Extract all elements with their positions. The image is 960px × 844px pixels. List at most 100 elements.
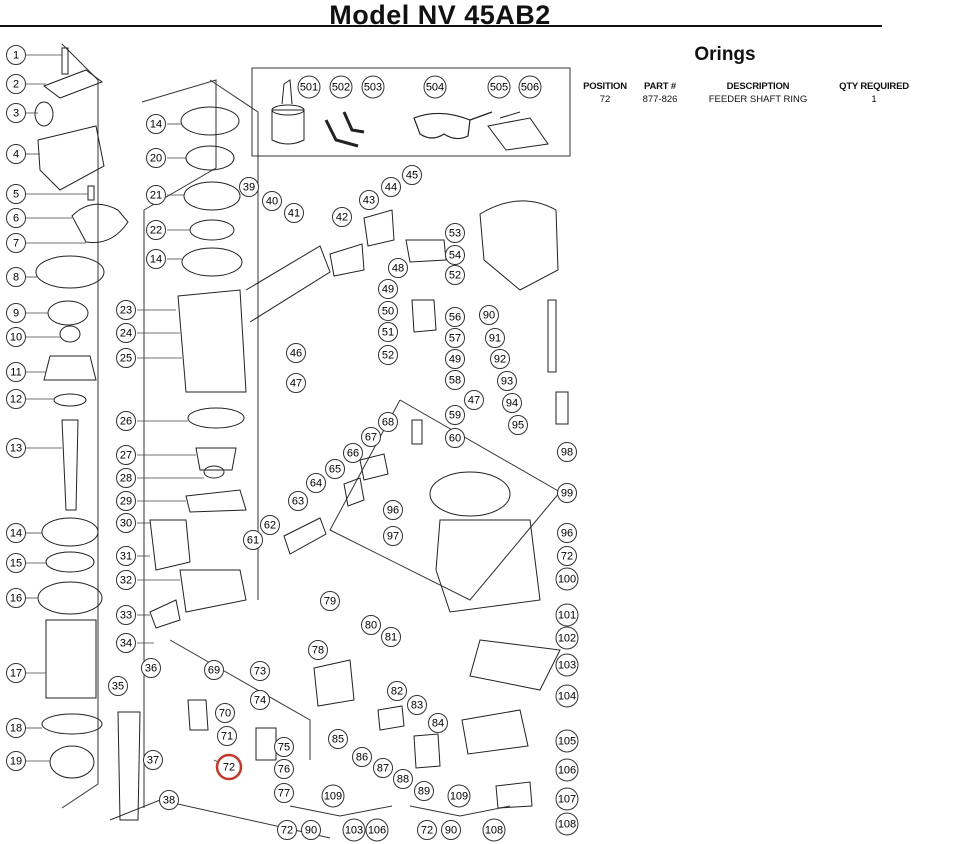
callout-109: 109	[447, 784, 471, 808]
callout-label: 29	[120, 496, 132, 508]
callout-28: 28	[116, 468, 136, 488]
callout-37: 37	[143, 750, 163, 770]
callout-circle	[387, 681, 407, 701]
callout-80: 80	[361, 615, 381, 635]
callout-circle	[262, 191, 282, 211]
callout-circle	[6, 553, 26, 573]
callout-circle	[6, 303, 26, 323]
callout-label: 17	[10, 668, 22, 680]
callout-circle	[555, 653, 579, 677]
callout-circle	[361, 615, 381, 635]
callout-90: 90	[479, 305, 499, 325]
callout-circle	[288, 491, 308, 511]
callout-505: 505	[487, 75, 511, 99]
oil-bottle-icon	[271, 79, 305, 145]
callout-label: 23	[120, 305, 132, 317]
callout-circle	[555, 567, 579, 591]
callout-36: 36	[141, 658, 161, 678]
callout-circle	[116, 546, 136, 566]
callout-97: 97	[383, 526, 403, 546]
callout-49: 49	[378, 279, 398, 299]
callout-circle	[6, 267, 26, 287]
callout-label: 50	[382, 306, 394, 318]
callout-circle	[402, 165, 422, 185]
callout-label: 103	[345, 825, 363, 837]
callout-circle	[301, 820, 321, 840]
callout-circle	[445, 328, 465, 348]
callout-circle	[286, 373, 306, 393]
callout-label: 102	[558, 633, 576, 645]
callout-circle	[328, 729, 348, 749]
callout-label: 19	[10, 756, 22, 768]
callout-90: 90	[441, 820, 461, 840]
callout-94: 94	[502, 393, 522, 413]
callout-circle	[116, 491, 136, 511]
callout-106: 106	[555, 758, 579, 782]
callout-14: 14	[146, 249, 166, 269]
callout-45: 45	[402, 165, 422, 185]
callout-label: 40	[266, 196, 278, 208]
callout-circle	[116, 300, 136, 320]
callout-96: 96	[383, 500, 403, 520]
callout-label: 501	[300, 82, 318, 94]
callout-64: 64	[306, 473, 326, 493]
callout-100: 100	[555, 567, 579, 591]
callout-25: 25	[116, 348, 136, 368]
callout-circle	[116, 323, 136, 343]
callout-label: 93	[501, 376, 513, 388]
callout-label: 107	[558, 794, 576, 806]
callout-circle	[146, 220, 166, 240]
callout-circle	[381, 177, 401, 197]
callout-circle	[306, 473, 326, 493]
callout-81: 81	[381, 627, 401, 647]
callout-92: 92	[490, 349, 510, 369]
callout-label: 14	[150, 254, 162, 266]
callout-21: 21	[146, 185, 166, 205]
callout-circle	[479, 305, 499, 325]
callout-label: 56	[449, 312, 461, 324]
callout-circle	[274, 759, 294, 779]
callout-circle	[555, 758, 579, 782]
highlight-circle	[215, 753, 243, 781]
callout-label: 41	[288, 208, 300, 220]
table-row: 72 877-826 FEEDER SHAFT RING 1	[578, 92, 920, 105]
callout-circle	[274, 783, 294, 803]
callout-circle	[361, 427, 381, 447]
callout-circle	[297, 75, 321, 99]
callout-label: 49	[382, 284, 394, 296]
title-rule	[0, 25, 882, 27]
callout-circle	[6, 362, 26, 382]
callout-label: 10	[10, 332, 22, 344]
callout-circle	[381, 627, 401, 647]
callout-33: 33	[116, 605, 136, 625]
callout-label: 96	[561, 528, 573, 540]
callout-circle	[447, 784, 471, 808]
callout-87: 87	[373, 758, 393, 778]
callout-68: 68	[378, 412, 398, 432]
callout-label: 63	[292, 496, 304, 508]
callout-circle	[6, 718, 26, 738]
callout-105: 105	[555, 729, 579, 753]
callout-91: 91	[485, 328, 505, 348]
cell-description: FEEDER SHAFT RING	[708, 94, 808, 105]
callout-label: 108	[558, 819, 576, 831]
callout-circle	[116, 605, 136, 625]
callout-circle	[143, 750, 163, 770]
callout-24: 24	[116, 323, 136, 343]
callout-label: 69	[208, 665, 220, 677]
callout-label: 34	[120, 638, 132, 650]
callout-66: 66	[343, 443, 363, 463]
callout-circle	[260, 515, 280, 535]
callout-53: 53	[445, 223, 465, 243]
callout-label: 2	[13, 79, 19, 91]
callout-label: 90	[483, 310, 495, 322]
callout-circle	[555, 729, 579, 753]
callout-circle	[445, 428, 465, 448]
callout-72: 72	[215, 753, 243, 781]
callout-circle	[485, 328, 505, 348]
callout-circle	[445, 265, 465, 285]
callout-circle	[325, 459, 345, 479]
callout-8: 8	[6, 267, 26, 287]
callout-circle	[159, 790, 179, 810]
callout-83: 83	[407, 695, 427, 715]
